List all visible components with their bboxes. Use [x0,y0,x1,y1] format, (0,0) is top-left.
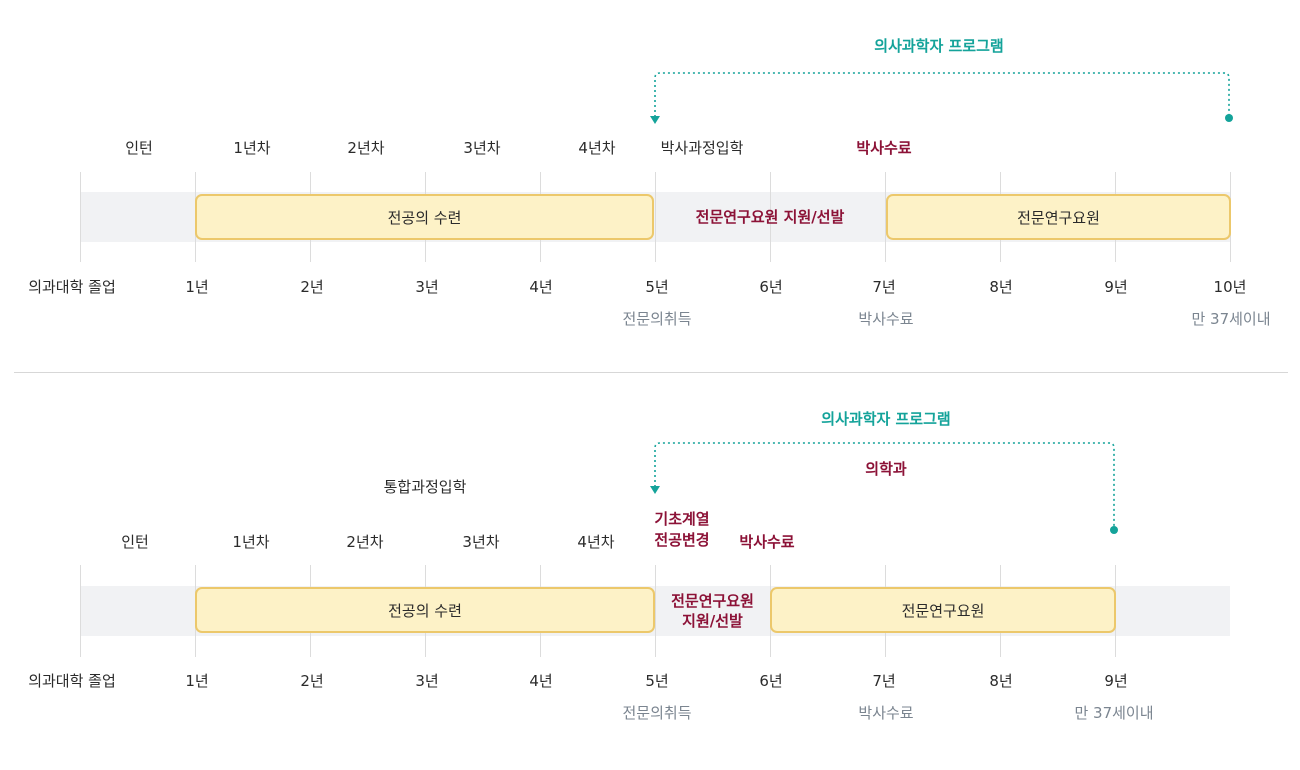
apply-label-line1: 전문연구요원 [671,592,754,610]
tick-line [770,172,771,262]
residency-bar: 전공의 수련 [195,587,655,633]
basic-major-change-line1: 기초계열 [654,510,710,528]
axis-label-2: 2년 [300,278,324,296]
researcher-bar: 전문연구요원 [886,194,1231,240]
residency-bar-label: 전공의 수련 [388,601,462,620]
apply-label: 전문연구요원 지원/선발 [655,586,770,636]
researcher-bar-label: 전문연구요원 [901,601,985,620]
section-divider [14,372,1288,373]
axis-label-4: 4년 [529,278,553,296]
year-label-2: 2년차 [347,139,385,157]
axis-label-5: 5년 [645,672,669,690]
milestone-age: 만 37세이내 [1191,310,1271,328]
axis-label-10: 10년 [1213,278,1247,296]
integrated-admission-label: 통합과정입학 [383,478,467,496]
milestone-age: 만 37세이내 [1074,704,1154,722]
year-label-1: 1년차 [233,139,271,157]
apply-label-text: 전문연구요원 지원/선발 [695,208,845,226]
axis-label-1: 1년 [185,672,209,690]
phd-complete-label: 박사수료 [739,533,795,551]
milestone-phd: 박사수료 [858,704,914,722]
residency-bar: 전공의 수련 [195,194,654,240]
axis-label-3: 3년 [415,278,439,296]
axis-label-3: 3년 [415,672,439,690]
year-label-1: 1년차 [232,533,270,551]
timeline-standard: 의사과학자 프로그램 인턴 1년차 2년차 3년차 4년차 박사과정입학 박사수… [0,0,1300,370]
program-bracket [650,442,1118,534]
axis-label-graduation: 의과대학 졸업 [28,672,116,690]
tick-line [80,172,81,262]
milestone-specialist: 전문의취득 [622,704,692,722]
medical-dept-label: 의학과 [865,460,907,478]
apply-label-line2: 지원/선발 [682,612,743,630]
residency-bar-label: 전공의 수련 [387,208,462,227]
basic-major-change-line2: 전공변경 [654,531,710,549]
axis-label-1: 1년 [185,278,209,296]
program-end-dot [1110,526,1118,534]
program-bracket-line [654,72,1230,118]
apply-label: 전문연구요원 지원/선발 [655,192,885,242]
program-bracket [650,72,1233,124]
milestone-phd: 박사수료 [858,310,914,328]
program-label: 의사과학자 프로그램 [874,37,1004,55]
axis-label-7: 7년 [872,672,896,690]
year-label-3: 3년차 [463,139,501,157]
program-label: 의사과학자 프로그램 [821,410,951,428]
program-bracket-line [654,442,1115,530]
year-label-intern: 인턴 [121,533,149,551]
tick-line [655,172,656,262]
tick-line [80,565,81,657]
tick-line [655,565,656,657]
year-label-3: 3년차 [462,533,500,551]
program-arrow-head [650,486,660,494]
axis-label-9: 9년 [1104,672,1128,690]
researcher-bar-label: 전문연구요원 [1017,208,1100,227]
axis-label-5: 5년 [645,278,669,296]
year-label-4: 4년차 [577,533,615,551]
timeline-integrated: 의사과학자 프로그램 의학과 통합과정입학 기초계열 전공변경 인턴 1년차 2… [0,375,1300,770]
researcher-bar: 전문연구요원 [770,587,1116,633]
axis-label-9: 9년 [1104,278,1128,296]
axis-label-8: 8년 [989,278,1013,296]
axis-label-7: 7년 [872,278,896,296]
year-label-4: 4년차 [578,139,616,157]
axis-label-2: 2년 [300,672,324,690]
axis-label-6: 6년 [759,672,783,690]
year-label-2: 2년차 [346,533,384,551]
milestone-specialist: 전문의취득 [622,310,692,328]
program-end-dot [1225,114,1233,122]
axis-label-4: 4년 [529,672,553,690]
phd-complete-label: 박사수료 [856,139,912,157]
axis-label-8: 8년 [989,672,1013,690]
tick-line [885,172,886,262]
axis-label-6: 6년 [759,278,783,296]
year-label-intern: 인턴 [125,139,153,157]
phd-admission-label: 박사과정입학 [660,139,744,157]
axis-label-graduation: 의과대학 졸업 [28,278,116,296]
program-arrow-head [650,116,660,124]
